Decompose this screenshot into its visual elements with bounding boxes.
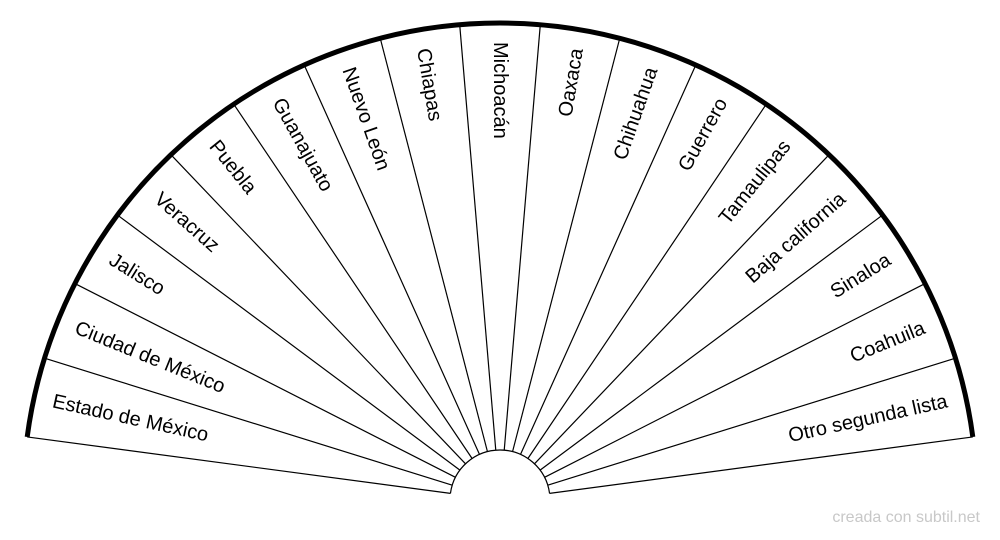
sector-label: Baja california [742,188,851,288]
sector-divider [379,38,489,452]
sector-label: Otro segunda lista [786,390,950,447]
sector-label: Tamaulipas [715,136,796,229]
sector-divider [547,357,956,486]
sector-label: Ciudad de México [72,317,229,398]
sector-divider [44,357,453,486]
outer-arc [24,20,976,438]
sector-label: Chihuahua [610,63,663,162]
sector-label: Oaxaca [555,46,588,119]
sector-divider [544,282,926,478]
sector-divider [170,154,466,465]
sector-divider [519,64,697,455]
sector-divider [74,282,456,478]
sector-divider [511,38,621,452]
sector-label: Jalisco [105,249,169,300]
sector-label: Estado de México [50,391,210,447]
sector-label: Michoacán [489,42,511,139]
sector-label: Guerrero [674,94,732,175]
sector-label: Guanajuato [268,94,337,195]
sector-divider [503,24,541,451]
sector-divider [117,214,461,471]
sector-divider [27,436,451,494]
sector-divider [233,103,473,459]
sector-divider [534,154,830,465]
sector-label: Sinaloa [827,249,896,303]
sector-divider [549,436,973,494]
inner-arc [449,449,551,494]
watermark: creada con subtil.net [832,509,980,526]
sector-divider [303,64,481,455]
sector-label: Chiapas [412,47,446,123]
sector-divider [459,24,497,451]
sector-label: Coahuila [847,317,929,367]
sector-label: Puebla [205,136,262,199]
sector-divider [527,103,767,459]
sector-divider [539,214,883,471]
